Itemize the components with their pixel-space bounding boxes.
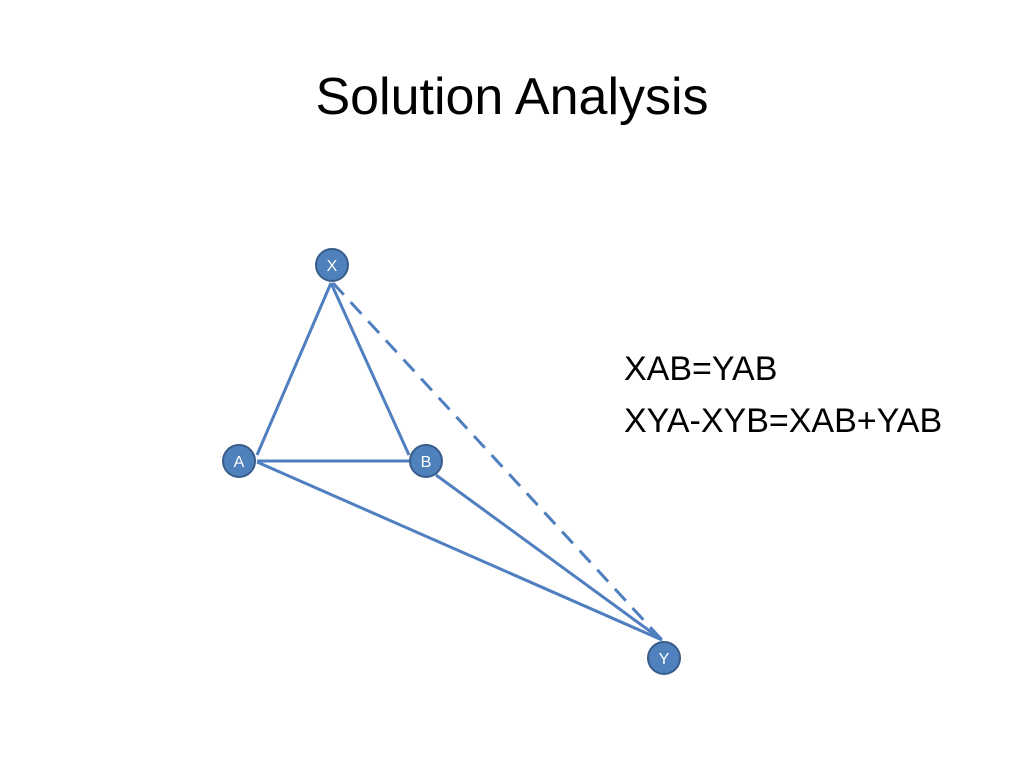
edge-b-y xyxy=(435,473,663,642)
node-y: Y xyxy=(647,641,681,675)
node-x: X xyxy=(315,248,349,282)
edge-x-b xyxy=(329,282,411,456)
equation-2: XYA-XYB=XAB+YAB xyxy=(624,402,943,440)
node-x-label: X xyxy=(327,258,338,275)
edge-x-a xyxy=(255,282,333,456)
node-a: A xyxy=(222,444,256,478)
node-a-label: A xyxy=(234,454,245,471)
node-b-label: B xyxy=(421,454,432,471)
node-b: B xyxy=(409,444,443,478)
slide-title: Solution Analysis xyxy=(315,68,709,126)
equation-1: XAB=YAB xyxy=(624,350,778,388)
equations-block: XAB=YAB XYA-XYB=XAB+YAB xyxy=(624,343,942,447)
edge-x-y-dashed xyxy=(331,281,664,642)
edge-a-y xyxy=(256,460,663,642)
node-y-label: Y xyxy=(659,651,670,668)
